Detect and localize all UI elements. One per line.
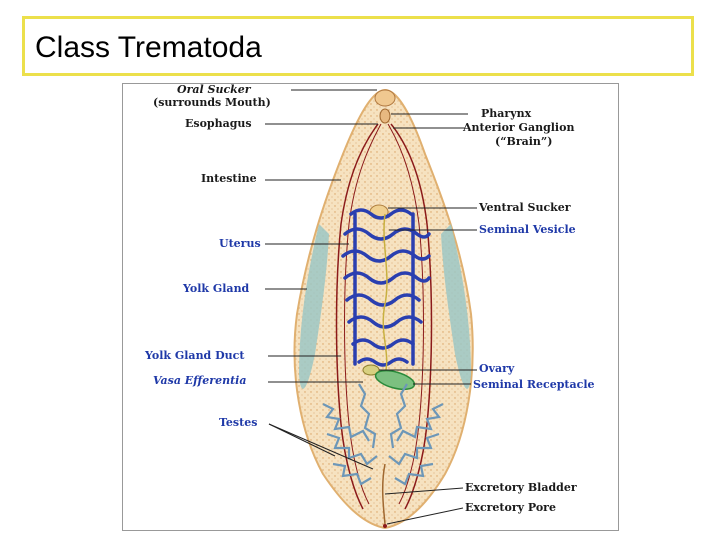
label-seminal-receptacle: Seminal Receptacle (473, 378, 595, 391)
label-intestine: Intestine (201, 172, 257, 185)
excretory-bladder (381, 463, 386, 525)
leader-lines (265, 89, 477, 525)
seminal-vesicle (382, 213, 388, 375)
label-vasa-efferentia: Vasa Efferentia (153, 374, 247, 387)
label-anterior-ganglion: Anterior Ganglion (463, 121, 575, 134)
intestine-right-inner (387, 123, 424, 505)
pharynx (379, 108, 391, 124)
label-uterus: Uterus (219, 237, 261, 250)
label-ovary: Ovary (479, 362, 515, 375)
yolk-gland-right (441, 224, 471, 389)
label-ventral-sucker: Ventral Sucker (479, 201, 571, 214)
label-testes: Testes (219, 416, 258, 429)
excretory-pore (383, 524, 387, 528)
label-oral-sucker: Oral Sucker (177, 83, 251, 96)
label-brain: (“Brain”) (495, 135, 553, 148)
uterus-coils (341, 208, 431, 367)
oral-sucker (374, 89, 396, 107)
label-surrounds-mouth: (surrounds Mouth) (153, 96, 271, 109)
intestine-left (335, 123, 379, 510)
slide-title: Class Trematoda (35, 31, 262, 64)
label-yolk-gland-duct: Yolk Gland Duct (145, 349, 245, 362)
yolk-gland-left (299, 224, 329, 389)
label-excretory-pore: Excretory Pore (465, 501, 556, 514)
label-seminal-vesicle: Seminal Vesicle (479, 223, 576, 236)
intestine-right (390, 123, 433, 510)
testes (322, 383, 444, 486)
label-yolk-gland: Yolk Gland (183, 282, 250, 295)
title-box: Class Trematoda (22, 16, 694, 76)
intestine-left-inner (344, 123, 382, 505)
trematode-diagram: Oral Sucker (surrounds Mouth) Esophagus … (122, 83, 619, 531)
label-esophagus: Esophagus (185, 117, 252, 130)
seminal-receptacle (374, 369, 416, 391)
label-pharynx: Pharynx (481, 107, 532, 120)
label-excretory-bladder: Excretory Bladder (465, 481, 577, 494)
trematode-illustration (265, 88, 477, 530)
